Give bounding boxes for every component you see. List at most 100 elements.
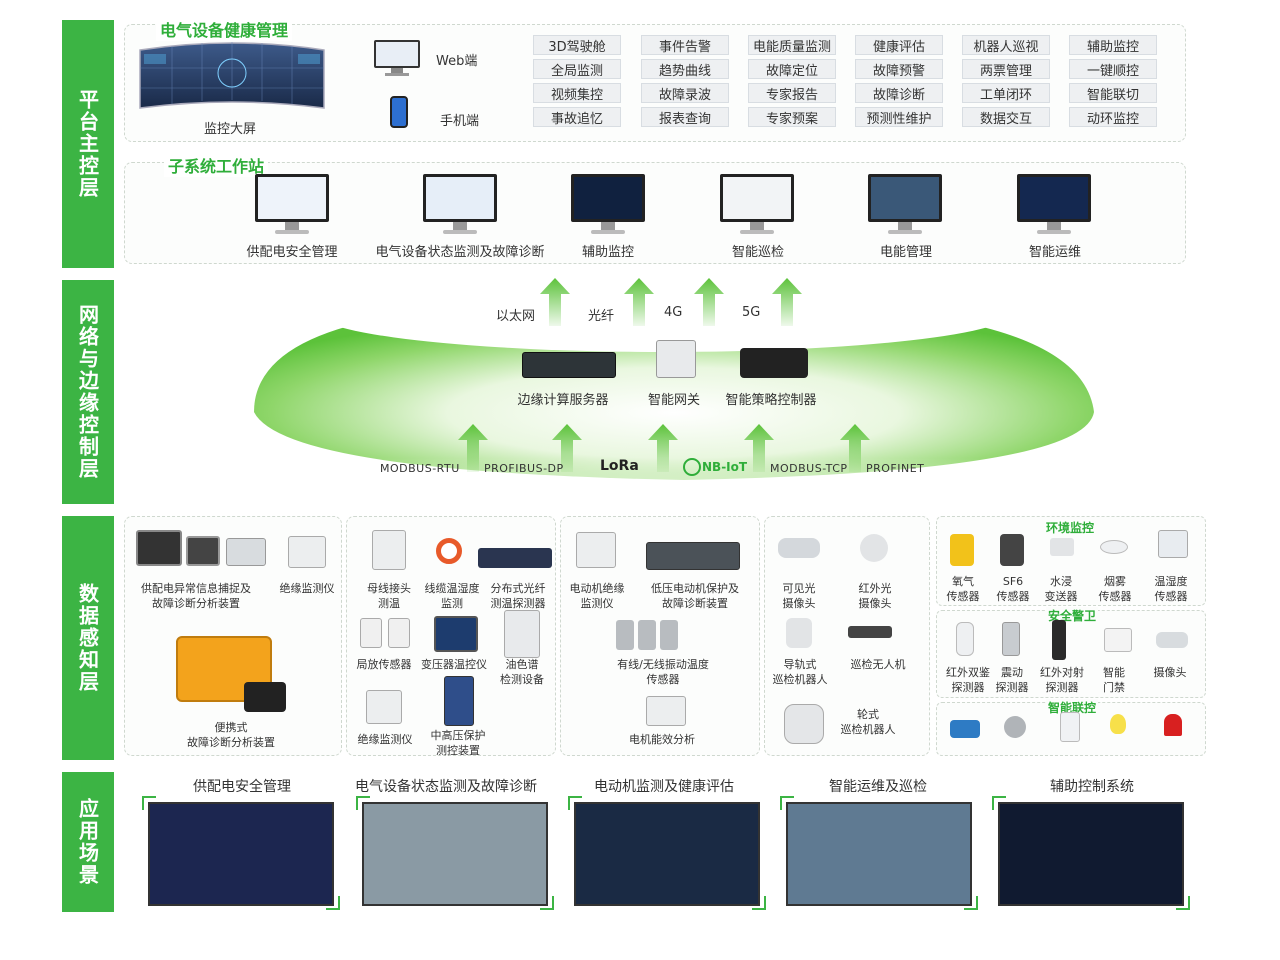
device-image	[478, 548, 552, 568]
up-arrow-icon	[458, 424, 488, 472]
protocol-label: MODBUS-RTU	[380, 462, 460, 475]
device-label: 电动机绝缘 监测仪	[569, 582, 625, 610]
humidity-sensor-icon	[1158, 530, 1188, 558]
security-item-label: 红外对射 探测器	[1040, 666, 1084, 694]
device-label: 巡检无人机	[850, 658, 906, 671]
device-label: 电机能效分析	[629, 733, 695, 746]
up-arrow-icon	[540, 278, 570, 326]
tablet-image	[244, 682, 286, 712]
drone-icon	[848, 626, 892, 638]
beam-detector-icon	[1052, 620, 1066, 660]
device-label: 母线接头 测温	[367, 582, 411, 610]
up-arrow-icon	[744, 424, 774, 472]
lora-logo: LoRa	[600, 458, 639, 474]
device-image	[576, 532, 616, 568]
device-label: 轮式 巡检机器人	[840, 708, 896, 736]
device-image	[288, 536, 326, 568]
device-label: 线缆温湿度 监测	[424, 582, 480, 610]
func-item: 全局监测	[533, 59, 621, 79]
device-label: 有线/无线振动温度 传感器	[617, 658, 709, 686]
controller-icon	[740, 348, 808, 378]
link-label: 4G	[664, 305, 683, 320]
dehumidifier-icon	[1060, 712, 1080, 742]
device-label: 局放传感器	[356, 658, 412, 671]
device-image	[388, 618, 410, 648]
web-label: Web端	[436, 54, 478, 69]
func-item: 数据交互	[962, 107, 1050, 127]
sf6-sensor-icon	[1000, 534, 1024, 566]
device-label: 导轨式 巡检机器人	[772, 658, 828, 686]
env-item-label: 烟雾 传感器	[1098, 575, 1132, 603]
device-label: 低压电动机保护及 故障诊断装置	[651, 582, 739, 610]
device-label: 分布式光纤 测温探测器	[490, 582, 546, 610]
device-label: 便携式 故障诊断分析装置	[187, 721, 275, 749]
device-image	[186, 536, 220, 566]
alarm-light-icon	[1164, 714, 1182, 736]
env-item-label: 水浸 变送器	[1044, 575, 1078, 603]
workstation-monitor-icon	[423, 174, 497, 236]
device-label: 油色谱 检测设备	[500, 658, 544, 686]
func-item: 故障预警	[855, 59, 943, 79]
link-label: 以太网	[496, 309, 536, 324]
pir-detector-icon	[956, 622, 974, 656]
app-scene-equipment-diagnosis	[362, 802, 548, 906]
device-label: 变压器温控仪	[421, 658, 487, 671]
security-item-label: 摄像头	[1153, 666, 1187, 679]
light-bulb-icon	[1110, 714, 1126, 734]
workstation-label: 电气设备状态监测及故障诊断	[375, 245, 545, 260]
func-item: 健康评估	[855, 35, 943, 55]
nbiot-globe-icon	[683, 458, 701, 476]
protocol-label: PROFINET	[866, 462, 925, 475]
app-scene-power-safety	[148, 802, 334, 906]
big-screen-label: 监控大屏	[203, 122, 256, 137]
func-item: 预测性维护	[855, 107, 943, 127]
layer-tab-platform: 平台主控层	[62, 20, 114, 268]
up-arrow-icon	[648, 424, 678, 472]
vibration-sensor-icon	[660, 620, 678, 650]
env-item-label: SF6 传感器	[996, 575, 1030, 603]
corner-bracket	[568, 796, 582, 810]
security-item-label: 智能 门禁	[1103, 666, 1125, 694]
layer-tab-perception: 数据感知层	[62, 516, 114, 760]
app-label: 电气设备状态监测及故障诊断	[355, 779, 537, 795]
func-item: 事件告警	[641, 35, 729, 55]
corner-bracket	[1176, 896, 1190, 910]
device-image	[136, 530, 182, 566]
up-arrow-icon	[772, 278, 802, 326]
func-item: 事故追忆	[533, 107, 621, 127]
app-scene-motor-health	[574, 802, 760, 906]
workstation-label: 辅助监控	[581, 245, 634, 260]
vibration-sensor-icon	[616, 620, 634, 650]
corner-bracket	[964, 896, 978, 910]
app-label: 智能运维及巡检	[829, 779, 927, 795]
app-scene-auxiliary-control	[998, 802, 1184, 906]
web-monitor-icon	[374, 40, 420, 76]
water-sensor-icon	[1050, 538, 1074, 556]
security-panel	[936, 610, 1206, 698]
env-item-label: 温湿度 传感器	[1154, 575, 1188, 603]
workstation-title: 子系统工作站	[164, 153, 269, 177]
protocol-label: PROFIBUS-DP	[484, 462, 564, 475]
gateway-icon	[656, 340, 696, 378]
workstation-label: 供配电安全管理	[246, 245, 338, 260]
workstation-monitor-icon	[1017, 174, 1091, 236]
security-item-label: 红外双鉴 探测器	[946, 666, 990, 694]
workstation-label: 智能运维	[1028, 245, 1081, 260]
device-image	[226, 538, 266, 566]
env-title: 环境监控	[1046, 521, 1095, 535]
layer-tab-application: 应用场景	[62, 772, 114, 912]
func-item: 动环监控	[1069, 107, 1157, 127]
device-image	[504, 610, 540, 658]
workstation-label: 电能管理	[879, 245, 932, 260]
up-arrow-icon	[840, 424, 870, 472]
workstation-monitor-icon	[571, 174, 645, 236]
workstation-label: 智能巡检	[731, 245, 784, 260]
app-label: 辅助控制系统	[1050, 779, 1134, 795]
oxygen-sensor-icon	[950, 534, 974, 566]
func-item: 电能质量监测	[748, 35, 836, 55]
corner-bracket	[992, 796, 1006, 810]
func-item: 故障录波	[641, 83, 729, 103]
device-image	[444, 676, 474, 726]
func-item: 机器人巡视	[962, 35, 1050, 55]
corner-bracket	[780, 796, 794, 810]
